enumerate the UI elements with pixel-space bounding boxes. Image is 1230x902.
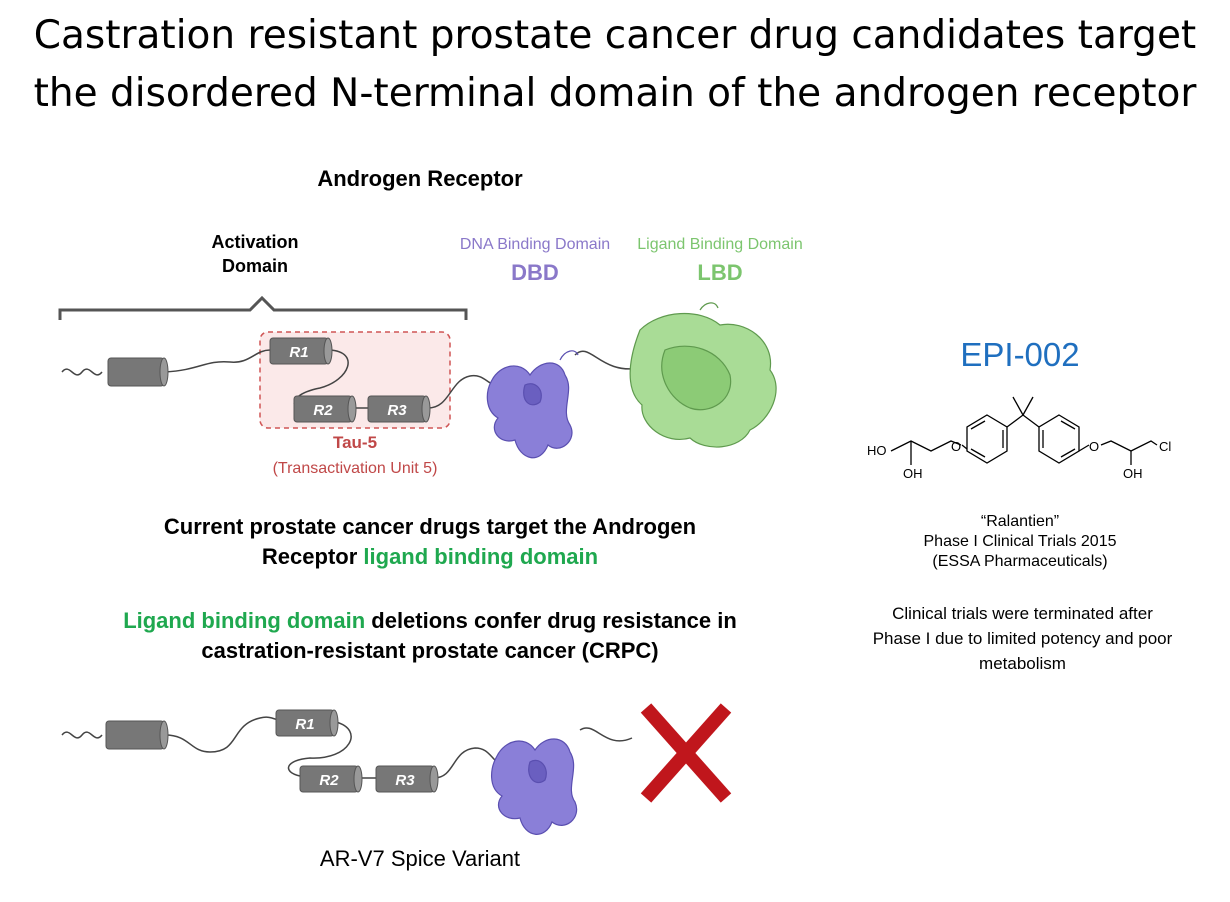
dbd-abbreviation: DBD: [511, 260, 559, 285]
statement-resistance: Ligand binding domain deletions confer d…: [20, 606, 840, 666]
slide-title-line-1: Castration resistant prostate cancer dru…: [33, 13, 1197, 58]
dbd-structure: [486, 350, 579, 459]
note-line-2: Phase I due to limited potency and poor: [872, 629, 1173, 648]
r1-label: R1: [289, 344, 308, 361]
variant-linker-5: [579, 727, 633, 742]
variant-r2-label: R2: [319, 772, 339, 789]
atom-oh-right: OH: [1123, 466, 1143, 481]
variant-linker-1: [164, 716, 279, 753]
right-benzene-ring: [1038, 414, 1080, 464]
lbd-structure: [629, 302, 777, 448]
activation-line-1: Activation: [211, 232, 299, 252]
variant-n-tail: [61, 731, 103, 739]
r1-cylinder: [269, 337, 333, 365]
statement-current-drugs: Current prostate cancer drugs target the…: [40, 512, 820, 572]
statement-1-highlight: ligand binding domain: [363, 544, 599, 569]
statement-2-line-1: Ligand binding domain deletions confer d…: [20, 606, 840, 636]
quaternary-carbon-bonds: [1006, 414, 1040, 428]
r3-cylinder: [367, 395, 431, 423]
activation-line-2: Domain: [221, 256, 288, 276]
drug-trial-phase: Phase I Clinical Trials 2015: [923, 533, 1117, 550]
variant-r3-label: R3: [395, 772, 415, 789]
variant-r2-cylinder: [299, 765, 363, 793]
note-line-3: metabolism: [979, 654, 1066, 673]
androgen-receptor-heading: Androgen Receptor: [317, 166, 523, 191]
left-benzene-ring: [966, 414, 1008, 464]
variant-caption: AR-V7 Spice Variant: [319, 846, 521, 871]
deletion-cross-icon: [640, 703, 732, 803]
statement-2-highlight: Ligand binding domain: [123, 608, 366, 633]
r3-label: R3: [387, 402, 407, 419]
statement-1-line-1: Current prostate cancer drugs target the…: [163, 514, 697, 539]
helix-cylinder-n: [107, 357, 169, 387]
androgen-receptor-diagram: R1 R2 R3 Tau-5 (Transactivation Unit 5): [58, 295, 777, 477]
variant-r3-cylinder: [375, 765, 439, 793]
variant-dbd-structure: [491, 738, 578, 835]
activation-domain-label: Activation Domain: [170, 230, 340, 278]
statement-1-text: Receptor: [261, 544, 364, 569]
drug-company: (ESSA Pharmaceuticals): [932, 553, 1108, 570]
note-line-1: Clinical trials were terminated after: [892, 604, 1153, 623]
slide-title-line-2: the disordered N-terminal domain of the …: [33, 71, 1197, 116]
left-chain-bonds: [890, 440, 962, 452]
right-chain-bonds: [1100, 440, 1158, 452]
drug-name: EPI-002: [960, 336, 1080, 373]
statement-2-line-2: castration-resistant prostate cancer (CR…: [201, 638, 659, 663]
variant-helix-cylinder: [105, 720, 169, 750]
n-terminal-tail: [61, 368, 103, 376]
lbd-abbreviation: LBD: [697, 260, 743, 285]
activation-domain-bracket: [58, 295, 468, 320]
lbd-label: Ligand Binding Domain: [637, 236, 803, 253]
drug-brand-name: “Ralantien”: [980, 513, 1060, 530]
drug-trial-info: “Ralantien” Phase I Clinical Trials 2015…: [880, 512, 1160, 572]
drug-termination-note: Clinical trials were terminated after Ph…: [830, 601, 1215, 676]
r2-cylinder: [293, 395, 357, 423]
statement-1-line-2: Receptor ligand binding domain: [40, 542, 820, 572]
variant-r1-cylinder: [275, 709, 339, 737]
r2-label: R2: [313, 402, 333, 419]
atom-cl: Cl: [1159, 439, 1171, 454]
dbd-label: DNA Binding Domain: [459, 236, 611, 253]
variant-linker-2: [287, 721, 352, 777]
ar-v7-variant-diagram: R1 R2 R3: [61, 703, 732, 835]
atom-o-right: O: [1089, 439, 1099, 454]
atom-ho: HO: [867, 443, 887, 458]
statement-2-text: deletions confer drug resistance in: [365, 608, 737, 633]
linker-1: [164, 349, 271, 373]
tau5-sublabel: (Transactivation Unit 5): [273, 460, 438, 477]
atom-oh-left: OH: [903, 466, 923, 481]
epi-002-structure: HO OH O O OH Cl: [867, 396, 1171, 481]
tau5-label: Tau-5: [333, 433, 377, 452]
linker-5: [574, 350, 641, 370]
variant-r1-label: R1: [295, 716, 314, 733]
variant-linker-4: [433, 747, 498, 779]
atom-o-left: O: [951, 439, 961, 454]
linker-4: [427, 374, 493, 409]
